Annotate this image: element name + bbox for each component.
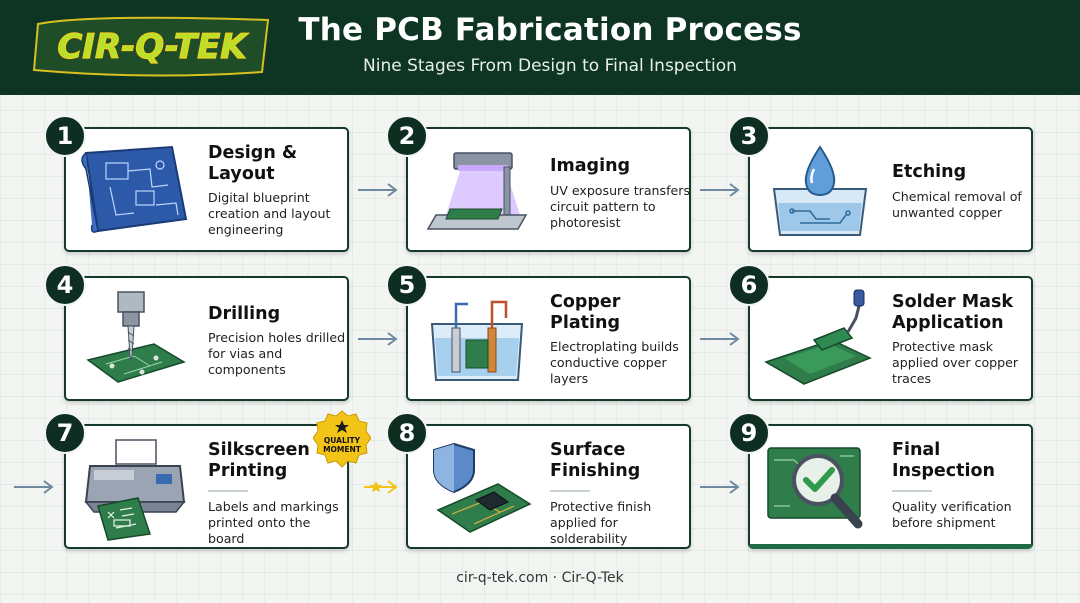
step-description: Precision holes drilled for vias and com… [208,330,346,377]
step-description: Protective finish applied for solderabil… [550,499,652,546]
blueprint-icon [81,145,188,233]
step-description: Labels and markings printed onto the boa… [208,499,339,546]
step-number-badge: 2 [386,115,428,157]
drill-icon [86,291,186,383]
step-title: Imaging [550,156,631,176]
step-number-badge: 4 [44,264,86,306]
step-description: Chemical removal of unwanted copper [892,189,1022,220]
plating-tank-icon [430,300,524,381]
step-title: Drilling [208,304,281,324]
shield-board-icon [433,442,532,533]
divider [550,490,590,492]
header-banner: CIR-Q-TEK The PCB Fabrication Process Ni… [0,0,1080,95]
step-card-surface-finishing: Surface Finishing Protective finish appl… [406,424,691,549]
cir-q-tek-logo: CIR-Q-TEK [32,16,270,77]
divider [208,490,248,492]
step-card-design-layout: Design & Layout Digital blueprint creati… [64,127,349,252]
step-description: Quality verification before shipment [892,499,1012,530]
arrow-right-icon [358,332,398,346]
step-title: Silkscreen Printing [208,440,310,481]
step-title: Surface Finishing [550,440,641,481]
page-title: The PCB Fabrication Process [298,12,802,48]
step-card-final-inspection: Final Inspection Quality verification be… [748,424,1033,549]
paint-roller-icon [764,289,872,385]
quality-moment-badge: QUALITY MOMENT [313,410,371,468]
step-card-copper-plating: Copper Plating Electroplating builds con… [406,276,691,401]
step-title: Design & Layout [208,143,298,184]
printer-icon [84,439,186,541]
svg-text:QUALITY: QUALITY [324,436,361,445]
step-number-badge: 8 [386,412,428,454]
footer-text: cir-q-tek.com · Cir-Q-Tek [456,570,624,586]
svg-text:CIR-Q-TEK: CIR-Q-TEK [57,27,249,67]
divider [892,490,932,492]
step-card-solder-mask: Solder Mask Application Protective mask … [748,276,1033,401]
svg-text:MOMENT: MOMENT [323,445,362,454]
step-title: Etching [892,162,967,182]
step-description: UV exposure transfers circuit pattern to… [550,183,691,230]
step-title: Copper Plating [550,292,621,333]
arrow-right-icon [700,183,740,197]
step-number-badge: 7 [44,412,86,454]
uv-exposure-icon [426,152,528,230]
step-number-badge: 6 [728,264,770,306]
step-title: Solder Mask Application [892,292,1014,333]
step-description: Digital blueprint creation and layout en… [208,190,331,237]
step-title: Final Inspection [892,440,996,481]
step-number-badge: 9 [728,412,770,454]
arrow-right-icon [14,480,54,494]
magnifier-check-icon [767,447,863,529]
page-subtitle: Nine Stages From Design to Final Inspect… [363,56,737,76]
step-description: Electroplating builds conductive copper … [550,339,679,386]
step-number-badge: 3 [728,115,770,157]
step-card-silkscreen: Silkscreen Printing Labels and markings … [64,424,349,549]
arrow-right-gold-icon [364,480,398,494]
step-number-badge: 5 [386,264,428,306]
step-description: Protective mask applied over copper trac… [892,339,1019,386]
step-card-etching: Etching Chemical removal of unwanted cop… [748,127,1033,252]
arrow-right-icon [700,332,740,346]
step-number-badge: 1 [44,115,86,157]
etching-tank-icon [772,145,868,236]
step-card-imaging: Imaging UV exposure transfers circuit pa… [406,127,691,252]
arrow-right-icon [700,480,740,494]
arrow-right-icon [358,183,398,197]
step-card-drilling: Drilling Precision holes drilled for via… [64,276,349,401]
